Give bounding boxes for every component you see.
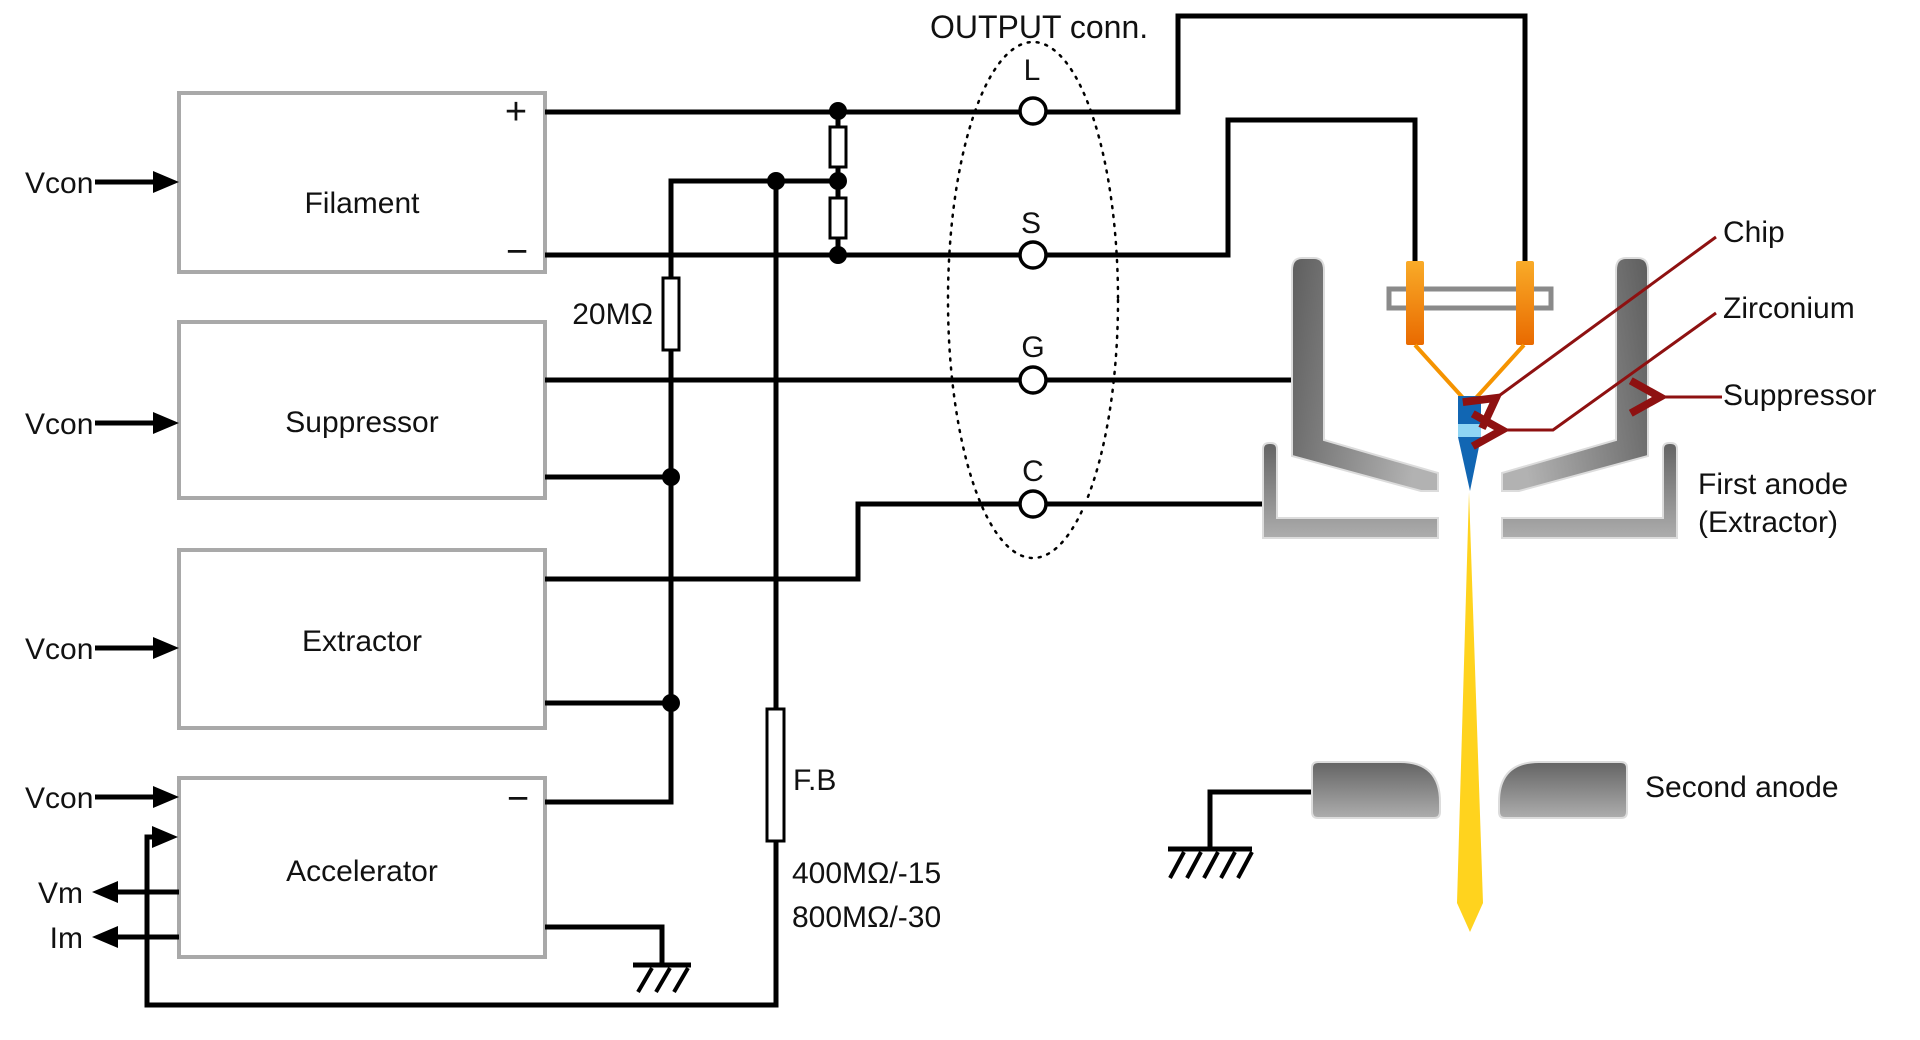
feedback-value-1: 400MΩ/-15 [792, 857, 941, 890]
resistor-20mohm [661, 276, 681, 352]
ground-hatches [636, 966, 690, 994]
arrow-head [92, 926, 118, 948]
second-anode-right [1498, 761, 1628, 819]
wire-feedback-return [144, 834, 779, 1008]
first-anode-left [1262, 442, 1439, 539]
pin-C-circle [1018, 489, 1048, 519]
filament-hairpin-wire [1413, 343, 1526, 401]
wire-accelerator-minus-node [545, 350, 674, 805]
wire-filament-plus-to-L-and-emitter [545, 13, 1528, 262]
vcon-input-extractor: Vcon [25, 633, 179, 666]
junction-dot [662, 694, 680, 712]
filament-minus-terminal: − [506, 231, 528, 273]
filament-post-left [1406, 261, 1424, 345]
filament-plus-terminal: + [505, 91, 527, 133]
chip-body [1458, 396, 1481, 424]
zirconium-annotation-label: Zirconium [1723, 292, 1855, 325]
ground-symbol-second-anode [1168, 846, 1254, 879]
pin-G-label: G [1021, 331, 1044, 364]
pin-S-label: S [1021, 207, 1041, 240]
pin-C-label: C [1022, 455, 1044, 488]
output-connector-title: OUTPUT conn. [930, 9, 1148, 45]
power-supply-accelerator: Accelerator − [177, 776, 547, 959]
accelerator-minus-terminal: − [507, 778, 529, 820]
vcon-input-suppressor: Vcon [25, 408, 179, 441]
arrow-head [153, 171, 179, 193]
second-anode-left [1311, 761, 1441, 819]
vcon-label: Vcon [25, 408, 93, 441]
divider-resistor-upper [828, 125, 848, 169]
accelerator-label: Accelerator [286, 855, 438, 888]
resistor-20mohm-label: 20MΩ [572, 298, 653, 331]
im-output: Im [50, 922, 179, 955]
vcon-label: Vcon [25, 782, 93, 815]
arrow-head [152, 826, 178, 848]
wire-accelerator-to-ground [545, 924, 665, 965]
arrow-head [92, 881, 118, 903]
first-anode-right [1501, 442, 1678, 539]
zirconium-leader-line [1502, 311, 1717, 430]
wire-extractor-to-C-and-first-anode [545, 501, 1265, 582]
output-connector: OUTPUT conn. L S G C [930, 9, 1148, 560]
second-anode-label: Second anode [1645, 771, 1839, 804]
arrow-head [153, 637, 179, 659]
ground-hatches [1168, 851, 1254, 879]
wire-second-anode-to-ground [1207, 789, 1312, 849]
pin-L-label: L [1024, 54, 1041, 87]
chip-annotation-label: Chip [1723, 216, 1785, 249]
wire-center-tap [668, 178, 838, 278]
power-supply-suppressor: Suppressor [177, 320, 547, 500]
pin-L-circle [1018, 96, 1048, 126]
chip-leader-line [1496, 235, 1717, 398]
filament-base-plate [1386, 286, 1554, 311]
arrow-head [153, 412, 179, 434]
circuit-wires [144, 13, 1528, 1008]
suppressor-annotation-label: Suppressor [1723, 379, 1876, 412]
vm-output: Vm [38, 877, 179, 910]
junction-dot [767, 172, 785, 190]
ground-symbol-accelerator [633, 962, 691, 994]
emitter-assembly [1262, 257, 1678, 932]
junction-dot [662, 468, 680, 486]
extractor-label: Extractor [302, 625, 422, 658]
zirconium-band [1458, 424, 1481, 437]
power-supply-filament: Filament + − [177, 91, 547, 274]
filament-label: Filament [304, 187, 420, 220]
power-supply-extractor: Extractor [177, 548, 547, 730]
resistor-feedback [765, 707, 786, 843]
im-label: Im [50, 922, 83, 955]
filament-box [177, 91, 547, 274]
vcon-label: Vcon [25, 167, 93, 200]
wire-filament-minus-to-S-and-emitter [545, 117, 1418, 262]
junction-dots [662, 102, 847, 712]
accelerator-box [177, 776, 547, 959]
feedback-value-2: 800MΩ/-30 [792, 901, 941, 934]
suppressor-electrode-left [1291, 257, 1439, 492]
vcon-input-accelerator: Vcon [25, 782, 179, 815]
vcon-input-filament: Vcon [25, 167, 179, 200]
first-anode-label-line2: (Extractor) [1698, 506, 1838, 539]
arrow-head [153, 786, 179, 808]
filament-post-right [1516, 261, 1534, 345]
chip-tip-cone [1458, 437, 1481, 491]
first-anode-label-line1: First anode [1698, 468, 1848, 501]
pin-S-circle [1018, 240, 1048, 270]
divider-resistor-lower [828, 196, 848, 240]
junction-dot [829, 246, 847, 264]
annotations: Chip Zirconium Suppressor First anode (E… [1496, 216, 1876, 804]
suppressor-electrode-right [1501, 257, 1649, 492]
resistors: 20MΩ F.B 400MΩ/-15 800MΩ/-30 [572, 125, 941, 934]
vcon-label: Vcon [25, 633, 93, 666]
extractor-box [177, 548, 547, 730]
junction-dot [829, 172, 847, 190]
resistor-feedback-label: F.B [793, 764, 836, 797]
output-connector-ellipse [946, 40, 1120, 560]
vm-label: Vm [38, 877, 83, 910]
junction-dot [829, 102, 847, 120]
pin-G-circle [1018, 365, 1048, 395]
suppressor-label: Suppressor [285, 406, 438, 439]
electron-beam [1457, 492, 1483, 932]
suppressor-box [177, 320, 547, 500]
